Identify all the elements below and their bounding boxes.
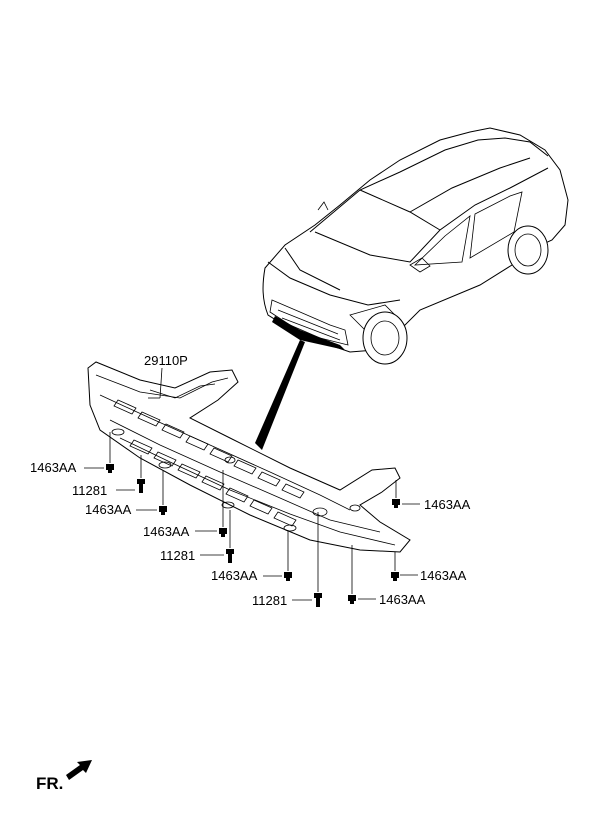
fasteners [109,397,397,594]
arrow-down-left-icon [66,760,92,780]
front-direction-label: FR. [36,774,63,793]
bolt-icon [226,549,234,563]
part-label: 1463AA [420,568,467,583]
bolt-icon [314,593,322,607]
part-label: 11281 [160,548,195,563]
bolt-icon [137,479,145,493]
bolt-icon [391,572,399,581]
part-label: 29110P [144,353,188,368]
part-label: 1463AA [143,524,190,539]
part-label: 1463AA [211,568,258,583]
bolt-icon [219,528,227,537]
part-label: 11281 [72,483,107,498]
bolt-icon [392,499,400,508]
leader-arrow [255,340,305,450]
sedan-car-icon [262,127,569,365]
bolt-icon [348,595,356,604]
bolt-icon [159,506,167,515]
part-label: 1463AA [85,502,132,517]
part-label: 1463AA [379,592,426,607]
bolt-icon [106,464,114,473]
part-label: 1463AA [424,497,471,512]
part-label: 1463AA [30,460,77,475]
bolt-icon [284,572,292,581]
under-cover-panel [87,361,411,553]
part-label: 11281 [252,593,287,608]
